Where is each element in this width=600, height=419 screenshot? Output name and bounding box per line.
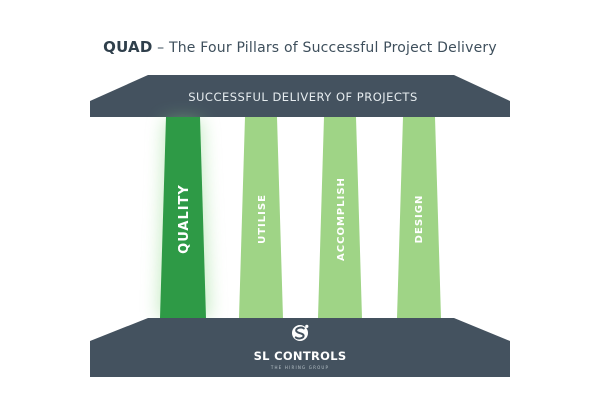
pillar-quality: QUALITY <box>160 117 206 318</box>
pillar-utilise-label: UTILISE <box>257 194 268 244</box>
pillar-design: DESIGN <box>397 117 441 318</box>
base: SL CONTROLS THE HIRING GROUP <box>90 318 510 377</box>
base-band <box>90 341 510 377</box>
title-lead: QUAD <box>103 38 153 56</box>
title-rest: – The Four Pillars of Successful Project… <box>152 40 497 56</box>
pillar-utilise: UTILISE <box>239 117 283 318</box>
pillar-accomplish-shape <box>318 117 362 318</box>
roof: SUCCESSFUL DELIVERY OF PROJECTS <box>90 75 510 117</box>
page-title: QUAD – The Four Pillars of Successful Pr… <box>0 38 600 56</box>
sl-controls-logo-icon <box>292 324 309 341</box>
pillar-design-label: DESIGN <box>414 195 425 244</box>
pillar-quality-shape <box>160 117 206 318</box>
roof-top-shape <box>90 75 510 101</box>
pillar-accomplish: ACCOMPLISH <box>318 117 362 318</box>
brand-name: SL CONTROLS <box>254 349 347 363</box>
roof-label: SUCCESSFUL DELIVERY OF PROJECTS <box>188 90 418 104</box>
brand-tagline: THE HIRING GROUP <box>270 365 329 370</box>
pillar-utilise-shape <box>239 117 283 318</box>
pillar-quality-label: QUALITY <box>177 184 192 254</box>
pillar-accomplish-label: ACCOMPLISH <box>336 177 347 261</box>
roof-band <box>90 101 510 117</box>
pillar-design-shape <box>397 117 441 318</box>
